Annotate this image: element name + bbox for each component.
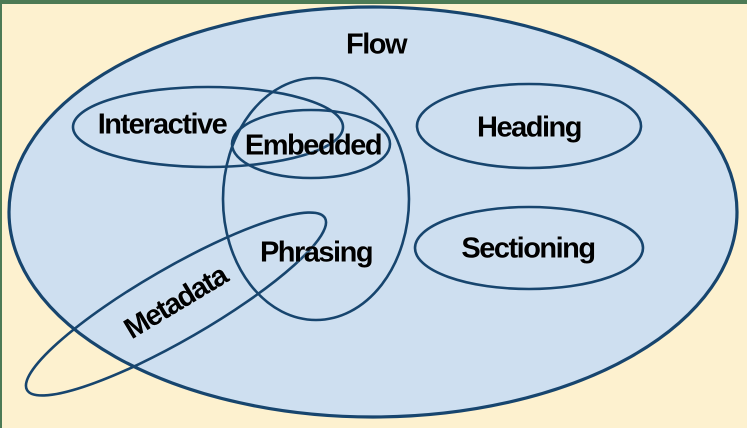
interactive-set-label: Interactive xyxy=(97,108,228,141)
metadata-set-ellipse xyxy=(24,211,328,397)
sectioning-set-label: Sectioning xyxy=(461,232,596,265)
heading-set-ellipse xyxy=(415,82,643,170)
interactive-set-ellipse xyxy=(71,85,345,169)
sectioning-set-ellipse xyxy=(413,205,645,291)
flow-set-label: Flow xyxy=(345,28,408,61)
window-frame-top-edge xyxy=(0,0,747,4)
window-frame-left-edge xyxy=(0,0,2,428)
phrasing-set-ellipse xyxy=(221,76,411,322)
embedded-set-label: Embedded xyxy=(244,129,383,162)
embedded-set-ellipse xyxy=(230,108,392,180)
heading-set-label: Heading xyxy=(477,111,582,144)
flow-set-ellipse xyxy=(7,5,739,419)
phrasing-set-label: Phrasing xyxy=(259,236,374,269)
